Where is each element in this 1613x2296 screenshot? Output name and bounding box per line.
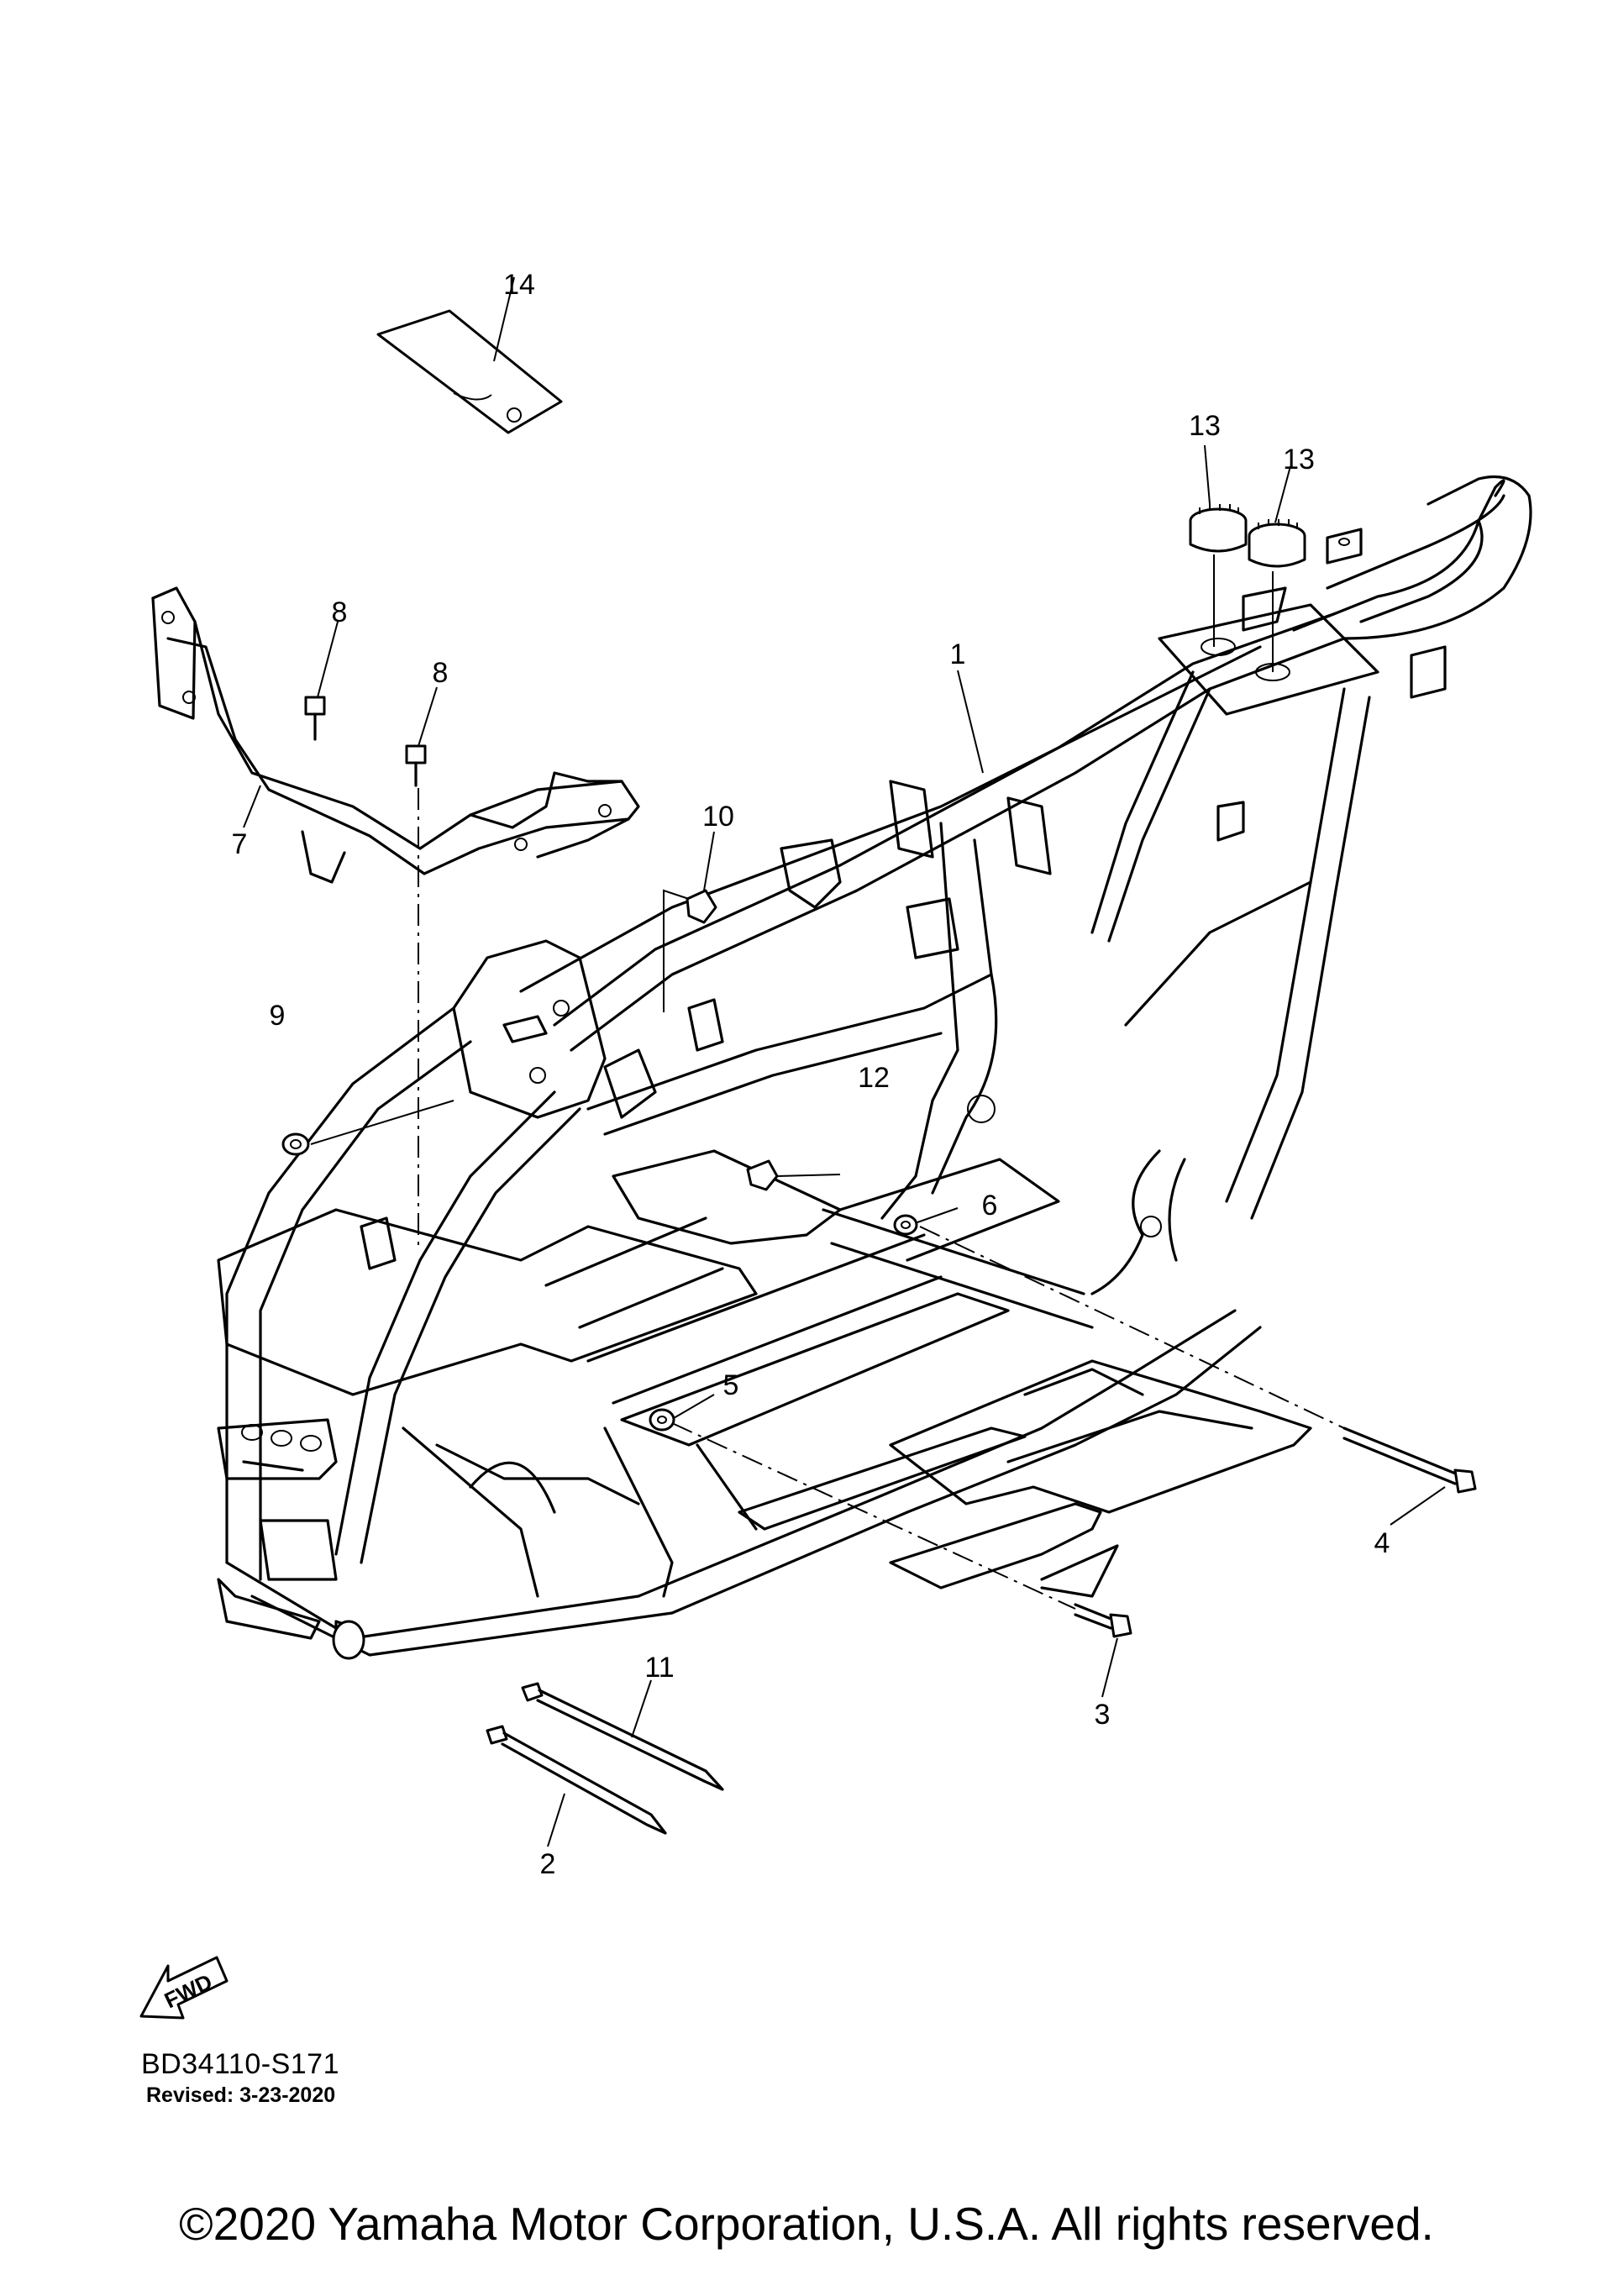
callout-10: 11 [644, 1652, 674, 1684]
callout-8-left: 8 [332, 596, 348, 628]
part-8-bolt-right [405, 744, 427, 787]
callout-5: 5 [723, 1369, 739, 1401]
diagram-reference-code: BD34110-S171 [141, 2048, 339, 2080]
callout-9: 9 [270, 1000, 286, 1032]
revision-date: Revised: 3-23-2020 [146, 2083, 336, 2107]
callout-1: 1 [950, 638, 966, 670]
part-2-cable-tie [486, 1725, 667, 1835]
callout-7: 7 [232, 828, 248, 860]
callout-6: 6 [982, 1190, 998, 1222]
callout-13-right: 13 [1283, 444, 1315, 475]
part-10-cable-tie [521, 1682, 724, 1791]
part-1-main-frame [217, 475, 1532, 1660]
copyright-notice: ©2020 Yamaha Motor Corporation, U.S.A. A… [179, 2198, 1434, 2250]
part-11-clamp [686, 889, 717, 924]
part-5-collar [649, 1408, 675, 1432]
part-9-nut [281, 1132, 310, 1156]
part-7-front-bracket [151, 586, 640, 884]
part-14-label-sticker [376, 309, 563, 434]
part-4-bolt [1342, 1426, 1477, 1494]
leader-lines [243, 276, 1446, 1847]
callout-3: 3 [1095, 1699, 1111, 1731]
callout-8-right: 8 [433, 657, 449, 689]
callout-4: 4 [1374, 1527, 1390, 1559]
callout-numbers: 14 13 13 1 8 8 7 10 9 12 6 5 4 3 11 2 [232, 269, 1390, 1880]
callout-12: 12 [858, 1062, 890, 1094]
part-8-bolt-left [304, 696, 326, 741]
part-13-grommet-right [1248, 519, 1306, 568]
callout-14: 14 [503, 269, 535, 301]
callout-13-left: 13 [1189, 410, 1221, 442]
part-6-collar [893, 1214, 918, 1236]
part-3-bolt [1074, 1603, 1132, 1638]
fwd-arrow-icon: FWD [139, 1956, 229, 2020]
callout-11: 10 [702, 801, 734, 833]
part-13-grommet-left [1189, 504, 1248, 553]
part-12-clamp [746, 1159, 779, 1191]
callout-2: 2 [540, 1848, 556, 1880]
